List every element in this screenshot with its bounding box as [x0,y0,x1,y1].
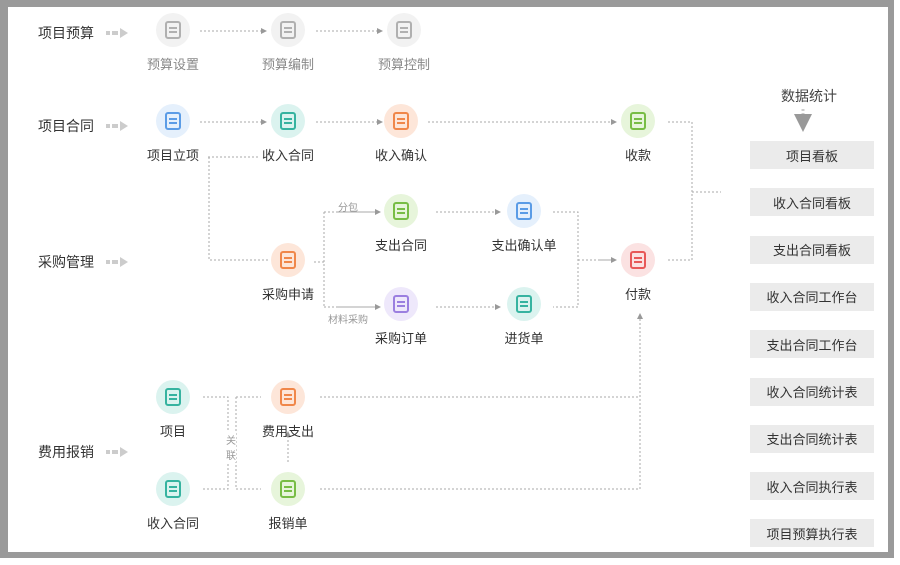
node-label: 支出确认单 [491,239,557,254]
document-icon [165,112,181,130]
arrow-right-icon [106,28,128,38]
node-reimbursement[interactable] [271,472,305,506]
node-budget-compile[interactable] [271,13,305,47]
row-label: 项目合同 [38,119,94,135]
stats-button[interactable]: 收入合同工作台 [750,282,874,311]
node-label: 进货单 [504,332,544,347]
node-label: 报销单 [268,517,308,532]
row-label: 项目预算 [38,26,94,42]
document-icon [393,112,409,130]
document-icon [516,202,532,220]
node-expense-pay[interactable] [271,380,305,414]
document-icon [396,21,412,39]
node-label: 预算设置 [146,58,200,73]
document-icon [280,251,296,269]
document-icon [165,21,181,39]
edge-label-subcontract: 分包 [338,203,358,214]
node-expense-confirm[interactable] [507,194,541,228]
node-income-contract-2[interactable] [156,472,190,506]
document-icon [165,480,181,498]
node-receipt[interactable] [621,104,655,138]
node-purchase-order[interactable] [384,287,418,321]
row-label: 采购管理 [38,255,94,271]
node-budget-setup[interactable] [156,13,190,47]
stats-button[interactable]: 项目预算执行表 [750,519,874,548]
node-purchase-request[interactable] [271,243,305,277]
node-label: 付款 [624,288,652,303]
document-icon [280,388,296,406]
node-budget-control[interactable] [387,13,421,47]
arrow-right-icon [106,257,128,267]
stats-button[interactable]: 收入合同看板 [750,188,874,217]
stats-button[interactable]: 支出合同工作台 [750,330,874,359]
connectors [200,28,812,490]
document-icon [393,295,409,313]
node-label: 收入合同 [146,517,200,532]
node-goods-receipt[interactable] [507,287,541,321]
arrow-right-icon [106,121,128,131]
stats-button[interactable]: 项目看板 [750,141,874,169]
document-icon [280,112,296,130]
node-expense-contract[interactable] [384,194,418,228]
stats-button[interactable]: 支出合同看板 [750,235,874,264]
stats-button[interactable]: 收入合同统计表 [750,377,874,406]
node-income-confirm[interactable] [384,104,418,138]
node-label: 预算编制 [261,58,315,73]
node-label: 收入确认 [374,149,428,164]
node-label: 采购订单 [374,332,428,347]
row-label: 费用报销 [38,445,94,461]
edge-label-link-1: 关 [226,432,236,447]
node-label: 收款 [624,149,652,164]
edge-label-material: 材料采购 [328,315,368,326]
edge-label-link-2: 联 [226,447,236,462]
node-label: 收入合同 [261,149,315,164]
node-label: 费用支出 [261,425,315,440]
node-project-init[interactable] [156,104,190,138]
node-label: 采购申请 [261,288,315,303]
document-icon [280,480,296,498]
arrow-right-icon [106,447,128,457]
node-label: 支出合同 [374,239,428,254]
node-label: 项目 [159,425,187,440]
document-icon [393,202,409,220]
node-project[interactable] [156,380,190,414]
node-label: 预算控制 [377,58,431,73]
stats-button[interactable]: 支出合同统计表 [750,424,874,453]
node-label: 项目立项 [146,149,200,164]
document-icon [630,251,646,269]
node-payment[interactable] [621,243,655,277]
document-icon [280,21,296,39]
document-icon [630,112,646,130]
node-income-contract[interactable] [271,104,305,138]
document-icon [165,388,181,406]
document-icon [516,295,532,313]
stats-title: 数据统计 [781,89,837,105]
stats-button[interactable]: 收入合同执行表 [750,472,874,501]
flow-diagram: 项目预算项目合同采购管理费用报销 预算设置预算编制预算控制项目立项收入合同收入确… [8,7,888,552]
